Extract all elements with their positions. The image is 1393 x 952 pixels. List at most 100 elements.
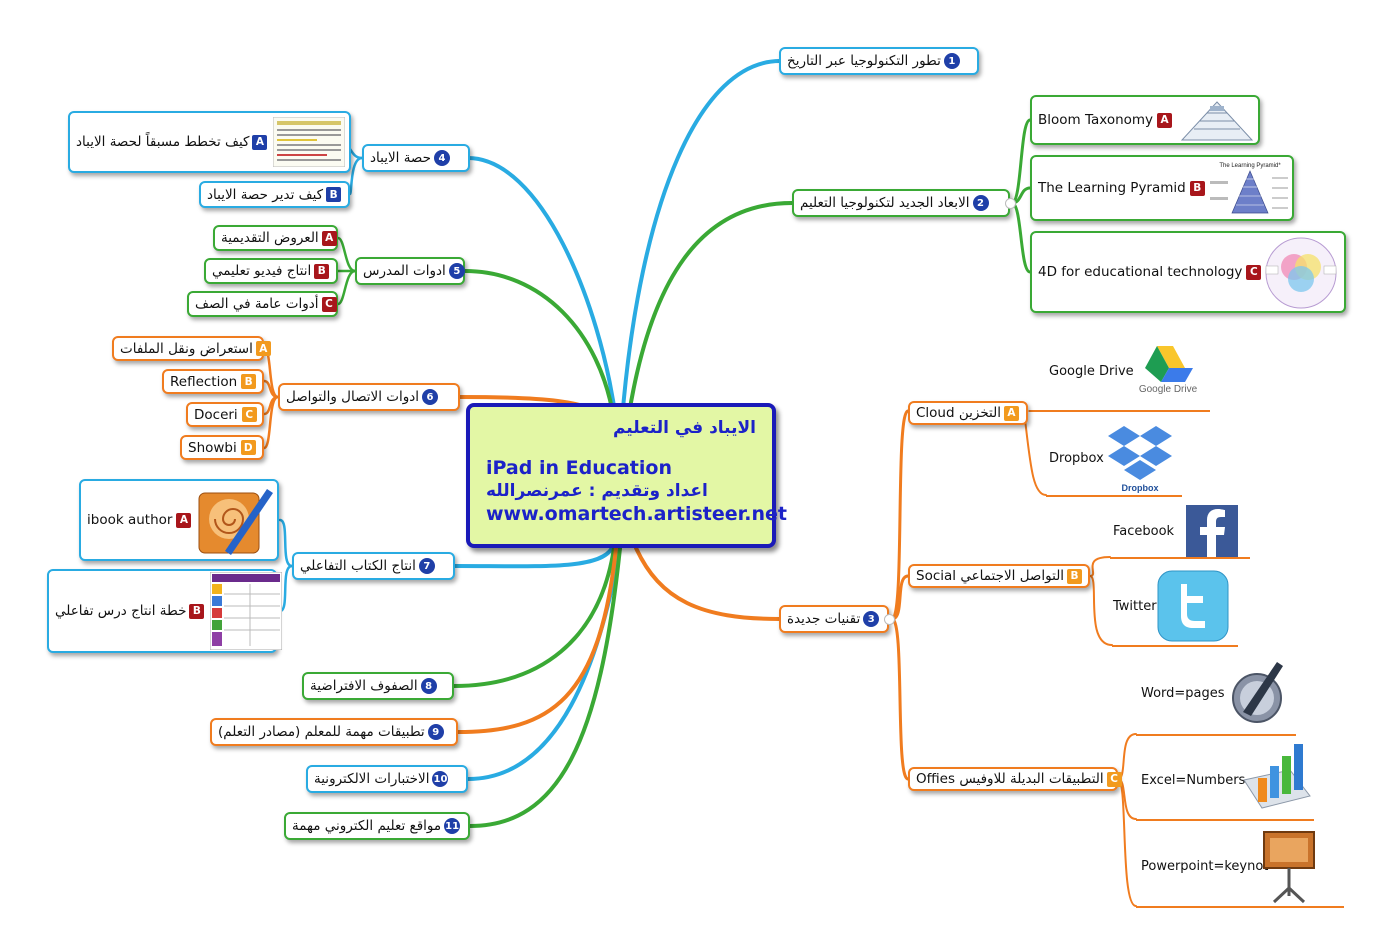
node-label: Bloom Taxonomy	[1038, 112, 1154, 128]
branch-3-collapse-handle[interactable]	[884, 614, 895, 625]
letter-badge: A	[1157, 112, 1173, 128]
branch-label: تقنيات جديدة	[787, 611, 861, 627]
dropbox-label: Dropbox	[1049, 451, 1104, 466]
branch-label: الابعاد الجديد لتكنولوجيا التعليم	[800, 195, 970, 211]
excel-numbers-label: Excel=Numbers	[1141, 773, 1246, 788]
central-author: اعداد وتقديم : عمرنصرالله	[486, 481, 708, 501]
branch-label: ادوات الاتصال والتواصل	[286, 389, 420, 405]
branch-label: تطور التكنولوجيا عبر التاريخ	[787, 53, 941, 69]
dropbox-underline	[1046, 495, 1182, 497]
node-label: كيف تدير حصة الايباد	[207, 186, 324, 203]
branch-number: 9	[427, 724, 444, 740]
facebook-label: Facebook	[1113, 524, 1175, 539]
letter-badge: A	[176, 512, 192, 528]
node-label: التطبيقات البديلة للاوفيس Offies	[916, 771, 1104, 787]
branch-8[interactable]: 8 الصفوف الافتراضية	[302, 672, 454, 700]
letter-badge: A	[1004, 405, 1019, 421]
branch-label: ادوات المدرس	[363, 263, 446, 279]
branch-10[interactable]: 10 الاختبارات الالكترونية	[306, 765, 468, 793]
node-label: أدوات عامة في الصف	[195, 296, 319, 312]
branch-label: انتاج الكتاب التفاعلي	[300, 558, 416, 574]
branch-label: الصفوف الافتراضية	[310, 678, 418, 694]
presentations-node[interactable]: A العروض التقديمية	[213, 225, 338, 251]
doceri-node[interactable]: Doceri C	[186, 402, 264, 427]
twitter-icon	[1157, 570, 1229, 642]
keynote-app-icon	[1263, 831, 1315, 904]
node-label: Doceri	[194, 406, 238, 423]
letter-badge: B	[1189, 180, 1205, 196]
branch-label: مواقع تعليم الكتروني مهمة	[292, 818, 442, 834]
letter-badge: B	[189, 603, 205, 619]
letter-badge: C	[321, 296, 337, 312]
ibook-author-node[interactable]: ibook author A	[79, 479, 279, 561]
lesson-plan-table-thumbnail-icon	[210, 572, 283, 650]
node-label: Showbi	[188, 439, 237, 456]
pyramid-thumbnail-icon	[1180, 101, 1254, 141]
facebook-underline	[1110, 557, 1250, 559]
video-production-node[interactable]: B انتاج فيديو تعليمي	[204, 258, 338, 284]
branch-number: 4	[434, 150, 450, 166]
bloom-taxonomy-node[interactable]: Bloom Taxonomy A	[1030, 95, 1260, 145]
branch-number: 7	[418, 558, 435, 574]
plan-ipad-lesson-node[interactable]: A كيف تخطط مسبقاً لحصة الايباد	[68, 111, 351, 173]
cloud-node[interactable]: A التخزين Cloud	[908, 401, 1028, 425]
branch-label: الاختبارات الالكترونية	[314, 771, 430, 787]
4d-educational-tech-node[interactable]: 4D for educational technology C	[1030, 231, 1346, 313]
learning-pyramid-node[interactable]: The Learning Pyramid B The Learning Pyra…	[1030, 155, 1294, 221]
facebook-icon	[1186, 505, 1238, 557]
central-topic[interactable]: الايباد في التعليم iPad in Education اعد…	[466, 403, 788, 548]
central-title-en: iPad in Education	[486, 457, 672, 479]
branch-4[interactable]: 4 حصة الايباد	[362, 144, 470, 172]
letter-badge: B	[326, 187, 342, 202]
letter-badge: C	[1106, 771, 1122, 787]
branch-11[interactable]: 11 مواقع تعليم الكتروني مهمة	[284, 812, 470, 840]
branch-5[interactable]: 5 ادوات المدرس	[355, 257, 465, 285]
reflection-node[interactable]: Reflection B	[162, 369, 264, 394]
manage-ipad-lesson-node[interactable]: B كيف تدير حصة الايباد	[199, 181, 350, 208]
branch-3[interactable]: 3 تقنيات جديدة	[779, 605, 889, 633]
central-website: www.omartech.artisteer.net	[486, 503, 788, 525]
venn-thumbnail-icon	[1265, 237, 1337, 309]
word-pages-label: Word=pages	[1141, 686, 1225, 701]
node-label: 4D for educational technology	[1038, 264, 1243, 280]
numbers-app-icon	[1243, 744, 1311, 809]
branch-number: 2	[972, 195, 989, 211]
letter-badge: B	[1067, 568, 1083, 584]
ibooks-author-app-icon	[198, 489, 273, 555]
letter-badge: A	[252, 134, 268, 150]
branch-9[interactable]: 9 تطبيقات مهمة للمعلم (مصادر التعلم)	[210, 718, 458, 746]
showbi-node[interactable]: Showbi D	[180, 435, 264, 460]
branch-number: 5	[448, 263, 465, 279]
node-label: خطة انتاج درس تفاعلي	[55, 603, 187, 619]
node-label: ibook author	[87, 512, 173, 528]
branch-number: 1	[943, 53, 960, 69]
branch-label: تطبيقات مهمة للمعلم (مصادر التعلم)	[218, 724, 425, 740]
letter-badge: D	[240, 440, 256, 455]
google-drive-label: Google Drive	[1049, 364, 1134, 379]
branch-number: 11	[444, 818, 461, 834]
node-label: العروض التقديمية	[221, 230, 319, 246]
office-node[interactable]: C التطبيقات البديلة للاوفيس Offies	[908, 767, 1122, 791]
file-transfer-node[interactable]: A استعراض ونقل الملفات	[112, 336, 271, 361]
interactive-lesson-plan-node[interactable]: B خطة انتاج درس تفاعلي	[47, 569, 283, 653]
node-label: The Learning Pyramid	[1038, 180, 1186, 196]
letter-badge: A	[255, 341, 271, 356]
branch-6[interactable]: 6 ادوات الاتصال والتواصل	[278, 383, 460, 411]
node-label: التخزين Cloud	[916, 405, 1001, 421]
branch-2[interactable]: 2 الابعاد الجديد لتكنولوجيا التعليم	[792, 189, 1010, 217]
numbers-underline	[1136, 819, 1314, 821]
letter-badge: C	[241, 407, 257, 422]
letter-badge: B	[314, 263, 330, 279]
classroom-tools-node[interactable]: C أدوات عامة في الصف	[187, 291, 338, 317]
node-label: التواصل الاجتماعي Social	[916, 568, 1065, 584]
branch-7[interactable]: 7 انتاج الكتاب التفاعلي	[292, 552, 455, 580]
social-node[interactable]: B التواصل الاجتماعي Social	[908, 564, 1090, 588]
branch-1[interactable]: 1 تطور التكنولوجيا عبر التاريخ	[779, 47, 979, 75]
branch-label: حصة الايباد	[370, 150, 431, 166]
pages-underline	[1136, 734, 1296, 736]
keynote-underline	[1136, 906, 1344, 908]
pyramid-title: The Learning Pyramid*	[1219, 163, 1281, 169]
dropbox-logo-text: Dropbox	[1122, 483, 1159, 493]
branch-2-collapse-handle[interactable]	[1005, 198, 1016, 209]
